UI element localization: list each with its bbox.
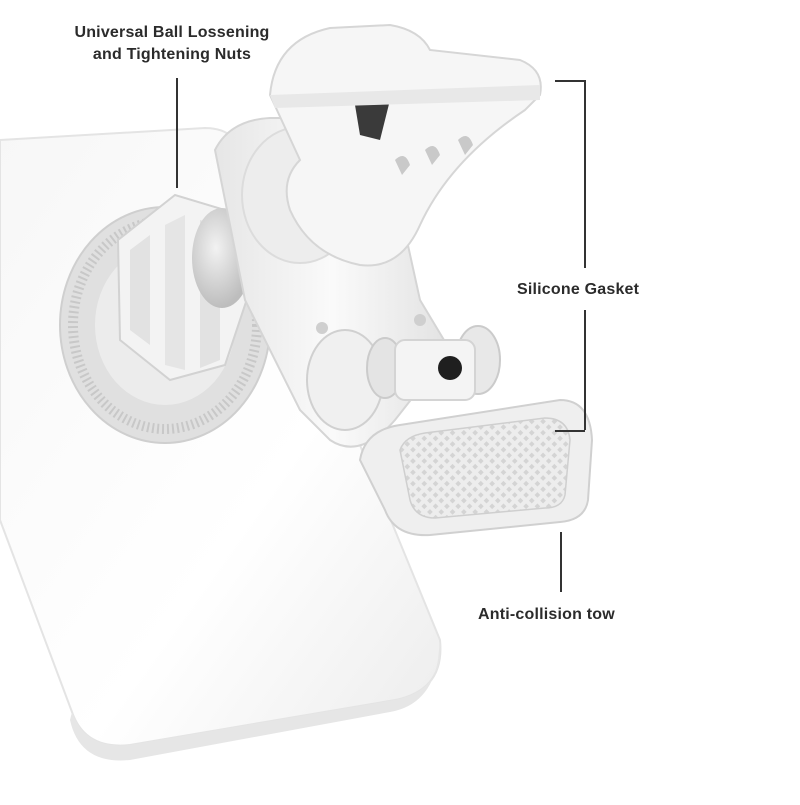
anti-collision-pad — [358, 398, 594, 537]
vent-clip — [268, 23, 542, 267]
ball-nuts-leader-line — [176, 78, 178, 188]
silicone-top-bracket-h — [555, 80, 585, 82]
silicone-top-bracket-v — [584, 80, 586, 268]
ball-nuts-label: Universal Ball Lossening and Tightening … — [62, 22, 282, 66]
ball-nuts-label-line1: Universal Ball Lossening — [74, 24, 270, 41]
silicone-gasket-label: Silicone Gasket — [517, 281, 640, 298]
hinge-knobs — [306, 325, 501, 431]
anti-collision-label: Anti-collision tow — [478, 606, 615, 623]
ball-nuts-label-line2: and Tightening Nuts — [92, 46, 252, 63]
silicone-bottom-bracket-v — [584, 310, 586, 430]
silicone-bottom-bracket-h — [555, 430, 585, 432]
anti-collision-leader-line — [560, 532, 562, 592]
